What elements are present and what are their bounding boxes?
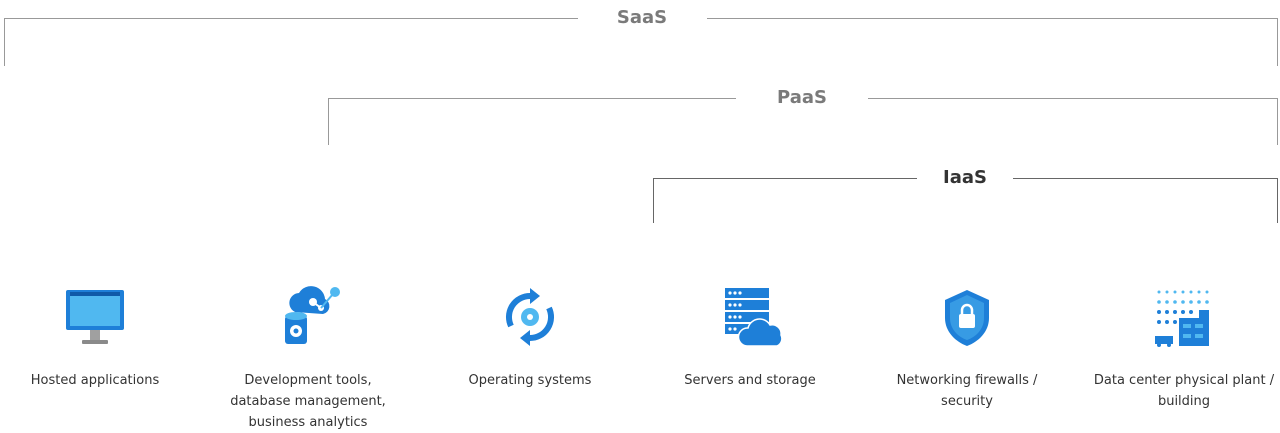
os-sync-icon — [506, 288, 554, 346]
item-hosted-applications: Hosted applications — [0, 282, 190, 391]
shield-lock-icon — [945, 290, 989, 346]
item-label: Operating systems — [468, 373, 592, 388]
monitor-icon — [66, 290, 124, 344]
datacenter-icon — [1155, 290, 1209, 347]
item-data-center: Data center physical plant / building — [1089, 282, 1279, 412]
item-label: Data center physical plant / building — [1093, 373, 1275, 409]
item-label: Servers and storage — [684, 373, 816, 388]
saas-label: SaaS — [616, 7, 668, 28]
paas-label: PaaS — [777, 87, 827, 108]
item-development-tools: Development tools, database management, … — [213, 282, 403, 433]
item-networking-security: Networking firewalls / security — [872, 282, 1062, 412]
item-operating-systems: Operating systems — [435, 282, 625, 391]
iaas-label: IaaS — [943, 167, 987, 188]
dev-tools-icon — [285, 286, 340, 344]
item-label: Development tools, database management, … — [230, 373, 386, 430]
item-servers-storage: Servers and storage — [655, 282, 845, 391]
item-label: Networking firewalls / security — [896, 373, 1038, 409]
item-label: Hosted applications — [30, 373, 160, 388]
server-cloud-icon — [725, 288, 783, 347]
